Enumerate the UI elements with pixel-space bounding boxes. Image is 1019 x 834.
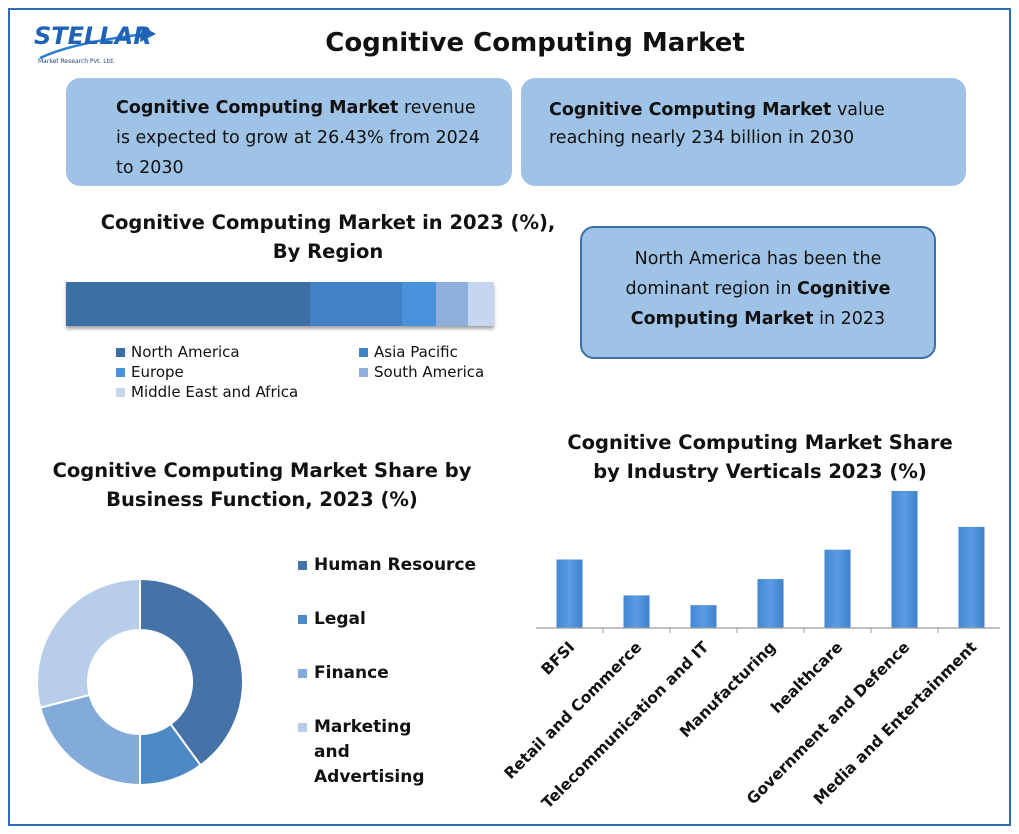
region-segment-europe (401, 282, 437, 326)
legend-swatch (298, 669, 307, 678)
stellar-logo: STELLAR Market Research Pvt. Ltd. (34, 12, 164, 72)
bar-manufacturing (757, 579, 784, 628)
legend-swatch (116, 387, 125, 397)
region-segment-asia-pacific (309, 282, 402, 326)
legend-swatch (116, 347, 125, 357)
bar-media-and-entertainment (958, 526, 985, 628)
legend-swatch (359, 367, 368, 377)
function-donut-chart (36, 577, 244, 787)
logo-swoosh-icon (39, 26, 156, 60)
function-legend-item-legal: Legal (298, 607, 366, 632)
value-card: Cognitive Computing Market value reachin… (521, 78, 966, 186)
function-chart-title: Cognitive Computing Market Share by Busi… (52, 459, 472, 511)
legend-label: South America (374, 363, 485, 381)
donut-slice-finance (39, 693, 141, 787)
legend-label: Europe (131, 363, 184, 381)
infographic-frame (8, 8, 1011, 826)
donut-slice-human-resource (139, 577, 244, 767)
legend-label: Asia Pacific (374, 343, 458, 361)
industry-chart-title: Cognitive Computing Market Share by Indu… (567, 431, 953, 483)
x-tick-label-retail-and-commerce: Retail and Commerce (501, 638, 646, 783)
legend-label: Legal (314, 609, 366, 629)
region-segment-north-america (66, 282, 310, 326)
region-card-pre: North America has been the dominant regi… (625, 249, 882, 299)
value-card-text: value reaching nearly 234 billion in 203… (549, 100, 885, 148)
legend-swatch (298, 723, 307, 732)
region-chart-title: Cognitive Computing Market in 2023 (%), … (100, 211, 556, 263)
region-legend-item-middle-east-and-africa: Middle East and Africa (116, 383, 298, 401)
page-title: Cognitive Computing Market (325, 28, 745, 58)
bar-telecommunication-and-it (690, 605, 717, 628)
legend-swatch (298, 615, 307, 624)
region-card-bold: Cognitive Computing Market (630, 279, 891, 329)
x-tick-label-bfsi: BFSI (538, 638, 579, 679)
region-card-post: in 2023 (813, 309, 886, 329)
bar-healthcare (824, 549, 851, 628)
bar-retail-and-commerce (623, 595, 650, 628)
region-legend-item-south-america: South America (359, 363, 484, 381)
region-legend-item-north-america: North America (116, 343, 240, 361)
region-legend-item-europe: Europe (116, 363, 184, 381)
growth-card-bold: Cognitive Computing Market (116, 98, 399, 118)
bar-bfsi (556, 559, 583, 628)
logo-name: STELLAR (34, 22, 152, 50)
bar-government-and-defence (891, 491, 918, 628)
donut-slice-marketing-and-advertising (36, 577, 141, 709)
legend-label: Human Resource (314, 555, 477, 575)
growth-card: Cognitive Computing Market revenue is ex… (66, 78, 512, 186)
value-card-bold: Cognitive Computing Market (549, 100, 832, 120)
legend-label: North America (131, 343, 240, 361)
growth-card-text: revenue is expected to grow at 26.43% fr… (116, 98, 481, 178)
legend-label: Middle East and Africa (131, 383, 299, 401)
region-segment-middle-east-and-africa (468, 282, 494, 326)
legend-swatch (359, 347, 368, 357)
legend-swatch (116, 367, 125, 377)
function-legend-item-finance: Finance (298, 661, 389, 686)
function-legend-item-human-resource: Human Resource (298, 553, 476, 578)
legend-label: Marketing and Advertising (314, 717, 425, 787)
legend-label: Finance (314, 663, 389, 683)
logo-subtitle: Market Research Pvt. Ltd. (38, 58, 115, 65)
function-legend-item-marketing-and-advertising: Marketing and Advertising (298, 715, 444, 790)
region-stacked-bar (66, 282, 494, 326)
legend-swatch (298, 561, 307, 570)
region-legend-item-asia-pacific: Asia Pacific (359, 343, 458, 361)
region-card: North America has been the dominant regi… (580, 226, 936, 359)
region-segment-south-america (436, 282, 469, 326)
